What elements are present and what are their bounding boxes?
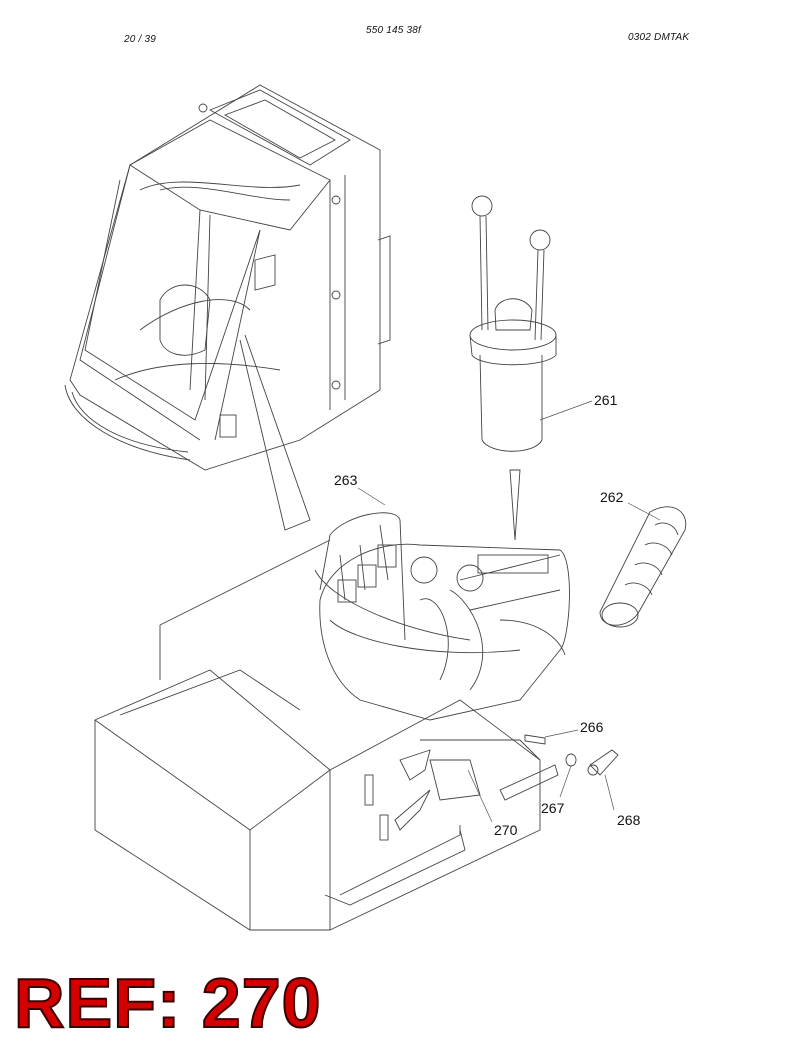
joystick-module-drawing — [469, 195, 593, 541]
console-base-drawing — [94, 512, 570, 931]
callout-262: 262 — [600, 489, 624, 505]
callout-261: 261 — [594, 392, 618, 408]
leader-263 — [357, 487, 386, 506]
document-code: 0302 DMTAK — [628, 32, 690, 43]
reference-label: REF: 270 — [13, 964, 322, 1042]
callout-263: 263 — [334, 472, 358, 488]
callout-268: 268 — [617, 812, 641, 828]
small-parts-drawing — [524, 729, 619, 811]
document-number: 550 145 38f — [366, 25, 422, 36]
callout-270: 270 — [494, 822, 518, 838]
page-number: 20 / 39 — [124, 34, 156, 45]
cab-drawing — [64, 84, 391, 531]
callout-267: 267 — [541, 800, 565, 816]
bellows-drawing — [599, 502, 687, 628]
callout-266: 266 — [580, 719, 604, 735]
